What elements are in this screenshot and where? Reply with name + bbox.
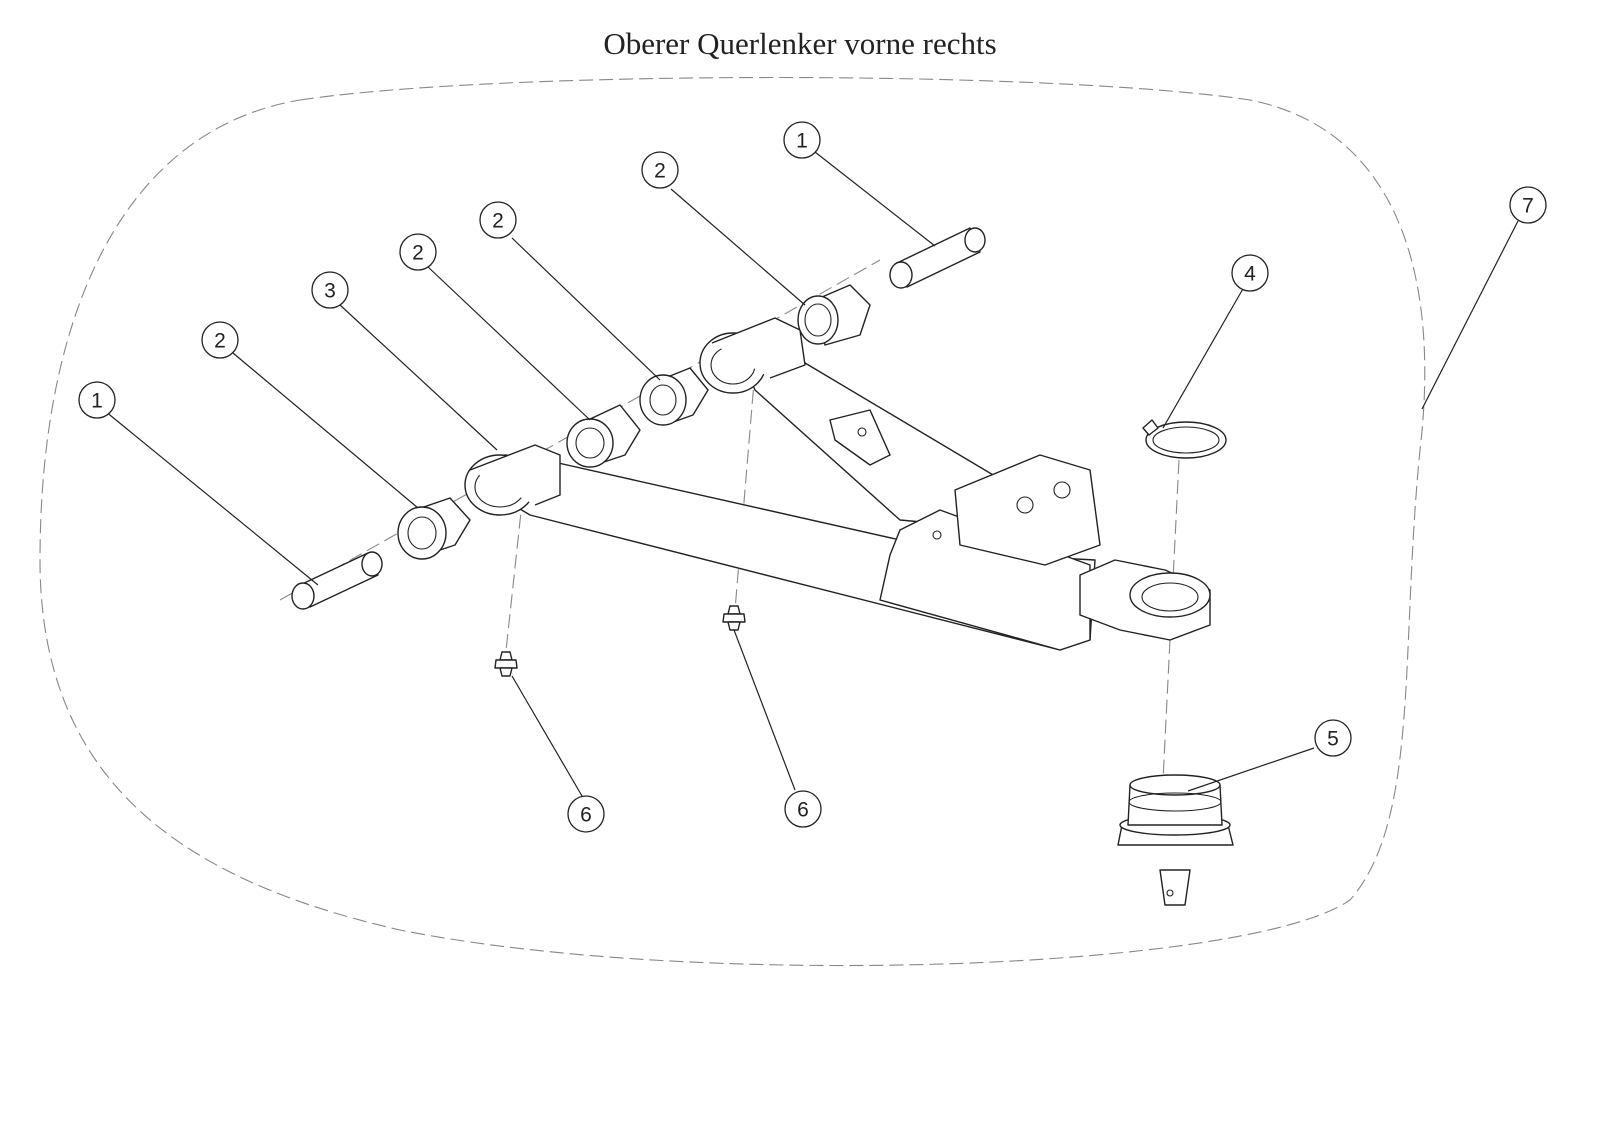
callout-label: 2 <box>214 330 226 353</box>
callout-1-left: 1 <box>78 381 116 419</box>
callout-label: 5 <box>1327 728 1339 751</box>
callout-label: 2 <box>412 242 424 265</box>
callout-label: 7 <box>1522 195 1534 218</box>
callout-label: 4 <box>1244 263 1256 286</box>
callout-label: 1 <box>91 390 103 413</box>
callout-2-b: 2 <box>399 233 437 271</box>
callout-1-right: 1 <box>783 121 821 159</box>
control-arm <box>464 317 1211 651</box>
callout-label: 1 <box>796 130 808 153</box>
grease-nipple-right <box>722 605 746 631</box>
bushing-1 <box>397 497 471 560</box>
callout-2-a: 2 <box>201 321 239 359</box>
callout-label: 2 <box>654 160 666 183</box>
page-title: Oberer Querlenker vorne rechts <box>603 26 997 61</box>
callout-label: 3 <box>324 280 336 303</box>
pin-left <box>291 551 383 610</box>
callout-3: 3 <box>311 271 349 309</box>
callout-label: 6 <box>580 804 592 827</box>
callout-label: 2 <box>492 210 504 233</box>
bushing-3 <box>639 367 709 426</box>
leader-lines <box>104 151 1519 797</box>
callout-6-left: 6 <box>567 795 605 833</box>
assembly-boundary <box>39 76 1426 967</box>
grease-nipple-left <box>494 651 518 677</box>
circlip <box>1142 419 1227 459</box>
callout-6-right: 6 <box>784 790 822 828</box>
callout-7: 7 <box>1509 186 1547 224</box>
callout-5: 5 <box>1314 719 1352 757</box>
callout-label: 6 <box>797 799 809 822</box>
pin-right <box>889 227 986 289</box>
callout-2-c: 2 <box>479 201 517 239</box>
callout-2-d: 2 <box>641 151 679 189</box>
callout-4: 4 <box>1231 254 1269 292</box>
bushing-2 <box>566 404 641 468</box>
bushing-4 <box>797 284 871 346</box>
ball-joint <box>1117 774 1234 906</box>
